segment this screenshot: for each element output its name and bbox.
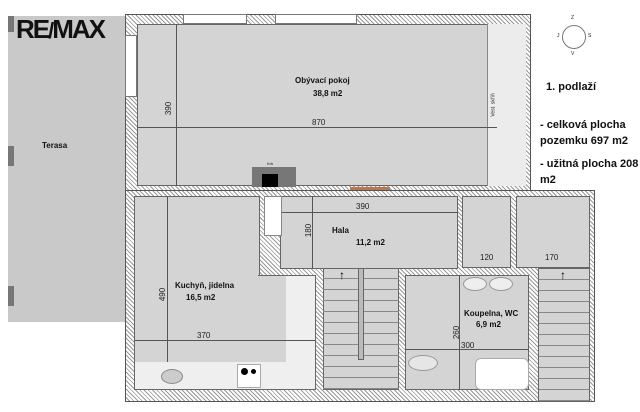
washbasin-icon — [463, 277, 487, 291]
window — [183, 14, 247, 24]
terrace-post — [8, 146, 14, 166]
living-dim-h: 870 — [312, 118, 326, 127]
total-area-info: - celková plocha pozemku 697 m2 — [540, 119, 629, 147]
terrace-label: Terasa — [42, 141, 68, 150]
small-room-2-dim: 170 — [545, 253, 559, 262]
living-room — [137, 24, 525, 186]
compass-w: J — [557, 33, 560, 39]
living-room-area: 38,8 m2 — [313, 89, 343, 98]
terrace-post — [8, 286, 14, 306]
compass-e: S — [588, 33, 592, 39]
hall-dim-h: 390 — [356, 202, 370, 211]
floor-label: 1. podlaží — [546, 81, 597, 93]
bathroom-dim-v: 260 — [452, 325, 462, 340]
dim-line — [135, 340, 315, 341]
remax-logo: RE/MAX — [16, 14, 106, 44]
bathroom-dim-h: 300 — [461, 341, 475, 350]
dim-line — [176, 24, 177, 186]
sliding-door — [350, 187, 390, 190]
kitchen-area: 16,5 m2 — [186, 293, 216, 302]
washbasin-icon — [489, 277, 513, 291]
window — [275, 14, 357, 24]
dim-line — [167, 196, 168, 362]
stair-rail — [358, 268, 364, 360]
toilet-icon — [408, 355, 438, 371]
small-room-2 — [516, 196, 590, 268]
usable-area-info: - užitná plocha 208 m2 — [540, 158, 639, 186]
kitchen-dim-v: 490 — [158, 287, 168, 302]
small-room-1-dim: 120 — [480, 253, 494, 262]
compass-n: Z — [571, 15, 575, 21]
fireplace-opening — [262, 174, 278, 187]
kitchen-name: Kuchyň, jídelna — [175, 281, 235, 290]
hall-name: Hala — [332, 226, 349, 235]
dim-line — [137, 127, 497, 128]
hall-dim-v: 180 — [304, 223, 314, 238]
living-dim-v: 390 — [164, 101, 174, 116]
dim-line — [405, 349, 529, 350]
wardrobe — [487, 24, 526, 186]
door — [125, 35, 137, 97]
up-arrow-icon: ↑ — [339, 268, 345, 282]
dim-line — [280, 212, 458, 213]
terrace-post — [8, 16, 14, 32]
stove-icon — [237, 364, 261, 388]
terrace — [8, 16, 126, 322]
kitchen-dim-h: 370 — [197, 331, 211, 340]
hall-area: 11,2 m2 — [356, 238, 385, 247]
compass-s: V — [571, 51, 575, 57]
dim-line — [459, 275, 460, 390]
compass-icon — [562, 25, 586, 49]
fireplace-label: Krb — [267, 161, 274, 166]
up-arrow-icon: ↑ — [560, 268, 566, 282]
bathtub — [475, 358, 529, 390]
dim-line — [312, 196, 313, 269]
chimney-box — [264, 196, 282, 236]
kitchen-counter-side — [286, 276, 315, 389]
bathroom-name: Koupelna, WC — [464, 309, 519, 318]
hall — [280, 196, 458, 269]
bathroom-area: 6,9 m2 — [476, 320, 501, 329]
sink-icon — [161, 369, 183, 384]
wardrobe-label: Vest. skříň — [490, 93, 497, 117]
small-room-1 — [462, 196, 511, 268]
outer-staircase — [538, 268, 590, 402]
living-room-name: Obývací pokoj — [295, 76, 350, 85]
